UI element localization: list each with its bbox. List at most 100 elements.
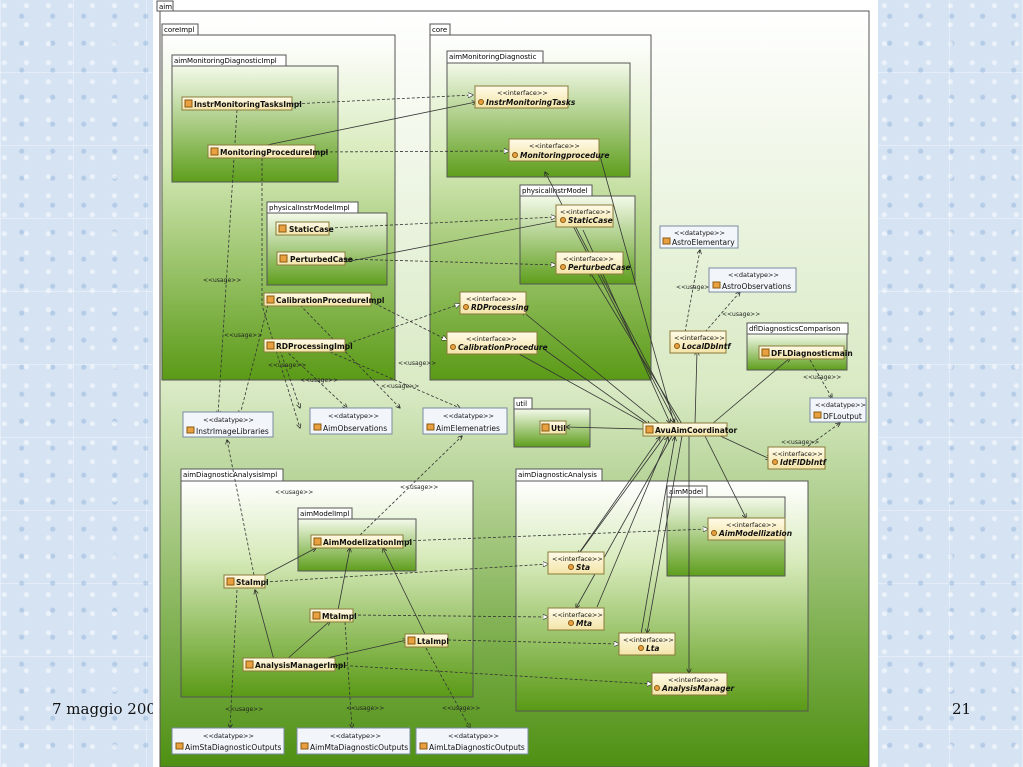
class-icon [266, 295, 275, 304]
svg-text:<<interface>>: <<interface>> [552, 611, 603, 619]
svg-text:<<datatype>>: <<datatype>> [728, 271, 779, 279]
svg-text:Sta: Sta [576, 563, 590, 572]
usage-label: <<usage>> [781, 439, 819, 446]
svg-text:MtaImpl: MtaImpl [322, 612, 357, 621]
class-RDProcessingImpl[interactable]: RDProcessingImpl [263, 338, 353, 353]
datatype-AstroElementary[interactable]: <<datatype>> AstroElementary [659, 225, 739, 249]
usage-label: <<usage>> [722, 311, 760, 318]
class-icon [813, 411, 822, 419]
edge-realize-mta [352, 615, 548, 617]
class-Util[interactable]: Util [539, 420, 567, 435]
class-icon [645, 425, 654, 434]
package-dflDiagnosticsComparison-label: dflDiagnosticsComparison [749, 325, 840, 333]
edge-realize-sta [264, 564, 548, 583]
interface-InstrMonitoringTasks[interactable]: <<interface>> InstrMonitoringTasks [474, 85, 576, 109]
package-aimMonitoringDiagnosticImpl: aimMonitoringDiagnosticImpl [171, 54, 339, 183]
svg-text:<<interface>>: <<interface>> [668, 676, 719, 684]
class-AvuAimCoordinator[interactable]: AvuAimCoordinator [642, 422, 738, 437]
usage-label: <<usage>> [381, 383, 419, 390]
svg-text:InstrMonitoringTasksImpl: InstrMonitoringTasksImpl [194, 100, 302, 109]
svg-text:<<interface>>: <<interface>> [563, 255, 614, 263]
usage-label: <<usage>> [275, 489, 313, 496]
package-core-label: core [432, 26, 447, 34]
usage-label: <<usage>> [224, 332, 262, 339]
class-MonitoringProcedureImpl[interactable]: MonitoringProcedureImpl [207, 144, 328, 159]
interface-icon [711, 530, 717, 536]
class-MtaImpl[interactable]: MtaImpl [309, 608, 357, 623]
datatype-AimStaDiagnosticOutputs[interactable]: <<datatype>> AimStaDiagnosticOutputs [171, 727, 285, 755]
class-AnalysisManagerImpl[interactable]: AnalysisManagerImpl [242, 657, 346, 672]
package-aimDiagnosticAnalysisImpl-label: aimDiagnosticAnalysisImpl [183, 471, 277, 479]
interface-LocalDbIntf[interactable]: <<interface>> LocalDbIntf [669, 330, 732, 354]
svg-text:<<interface>>: <<interface>> [497, 89, 548, 97]
svg-text:<<interface>>: <<interface>> [466, 335, 517, 343]
svg-text:AimObservations: AimObservations [323, 424, 387, 433]
datatype-InstrImageLibraries[interactable]: <<datatype>> InstrImageLibraries [182, 411, 274, 438]
class-AimModelizationImpl[interactable]: AimModelizationImpl [310, 534, 412, 549]
svg-text:CalibrationProcedureImpl: CalibrationProcedureImpl [276, 296, 384, 305]
svg-text:<<interface>>: <<interface>> [623, 636, 674, 644]
interface-RDProcessing[interactable]: <<interface>> RDProcessing [459, 291, 529, 315]
package-aimModelImpl-label: aimModelImpl [300, 510, 349, 518]
datatype-AimLtaDiagnosticOutputs[interactable]: <<datatype>> AimLtaDiagnosticOutputs [415, 727, 529, 755]
interface-Lta[interactable]: <<interface>> Lta [618, 632, 676, 656]
class-InstrMonitoringTasksImpl[interactable]: InstrMonitoringTasksImpl [181, 96, 302, 111]
package-aim-label: aim [159, 3, 172, 11]
usage-label: <<usage>> [400, 484, 438, 491]
class-PerturbedCaseImpl[interactable]: PerturbedCase [276, 251, 353, 266]
edge-realize-analysis [334, 664, 652, 684]
interface-icon [463, 304, 469, 310]
usage-label: <<usage>> [203, 277, 241, 284]
svg-text:StaticCase: StaticCase [289, 225, 334, 234]
interface-AimModellization[interactable]: <<interface>> AimModellization [707, 517, 792, 541]
class-icon [426, 423, 435, 431]
class-icon [184, 99, 193, 108]
interface-Mta[interactable]: <<interface>> Mta [547, 607, 605, 631]
class-icon [312, 611, 321, 620]
svg-text:<<datatype>>: <<datatype>> [328, 412, 379, 420]
class-icon [175, 742, 184, 750]
class-icon [245, 660, 254, 669]
class-LtaImpl[interactable]: LtaImpl [404, 633, 449, 648]
class-icon [419, 742, 428, 750]
usage-label: <<usage>> [268, 362, 306, 369]
interface-AnalysisManager[interactable]: <<interface>> AnalysisManager [651, 672, 736, 696]
class-DFLDiagnosticmain[interactable]: DFLDiagnosticmain [758, 345, 853, 360]
package-physicalInstrModelImpl: physicalInstrModelImpl [266, 201, 388, 286]
interface-icon [450, 344, 456, 350]
edges [218, 95, 840, 728]
interface-StaticCase[interactable]: <<interface>> StaticCase [555, 204, 614, 228]
interface-Sta[interactable]: <<interface>> Sta [547, 551, 605, 575]
class-CalibrationProcedureImpl[interactable]: CalibrationProcedureImpl [263, 292, 384, 307]
svg-text:<<interface>>: <<interface>> [772, 450, 823, 458]
interface-CalibrationProcedure[interactable]: <<interface>> CalibrationProcedure [446, 331, 548, 355]
interface-PerturbedCase[interactable]: <<interface>> PerturbedCase [555, 251, 631, 275]
interface-IdtFlDbIntf[interactable]: <<interface>> IdtFlDbIntf [767, 446, 828, 470]
class-icon [278, 224, 287, 233]
usage-label: <<usage>> [442, 705, 480, 712]
svg-text:<<datatype>>: <<datatype>> [203, 416, 254, 424]
class-icon [300, 742, 309, 750]
svg-text:<<datatype>>: <<datatype>> [448, 732, 499, 740]
svg-text:<<interface>>: <<interface>> [560, 208, 611, 216]
class-StaImpl[interactable]: StaImpl [223, 574, 269, 589]
usage-label: <<usage>> [398, 360, 436, 367]
edge-realize-modellization [402, 529, 708, 542]
datatype-AimMtaDiagnosticOutputs[interactable]: <<datatype>> AimMtaDiagnosticOutputs [296, 727, 411, 755]
datatype-DFLoutput[interactable]: <<datatype>> DFLoutput [809, 397, 867, 423]
package-physicalInstrModelImpl-label: physicalInstrModelImpl [269, 204, 350, 212]
svg-text:AvuAimCoordinator: AvuAimCoordinator [655, 426, 738, 435]
interface-icon [478, 99, 484, 105]
class-icon [712, 281, 721, 289]
class-StaticCaseImpl[interactable]: StaticCase [275, 221, 334, 236]
datatype-AimElemenatries[interactable]: <<datatype>> AimElemenatries [422, 407, 508, 435]
datatype-AimObservations[interactable]: <<datatype>> AimObservations [309, 407, 393, 435]
usage-label: <<usage>> [803, 374, 841, 381]
package-coreImpl-label: coreImpl [164, 26, 194, 34]
package-aimMonitoringDiagnostic-label: aimMonitoringDiagnostic [449, 53, 537, 61]
svg-text:<<datatype>>: <<datatype>> [330, 732, 381, 740]
datatype-AstroObservations[interactable]: <<datatype>> AstroObservations [708, 267, 797, 293]
interface-icon [638, 645, 644, 651]
interface-Monitoringprocedure[interactable]: <<interface>> Monitoringprocedure [508, 138, 610, 162]
